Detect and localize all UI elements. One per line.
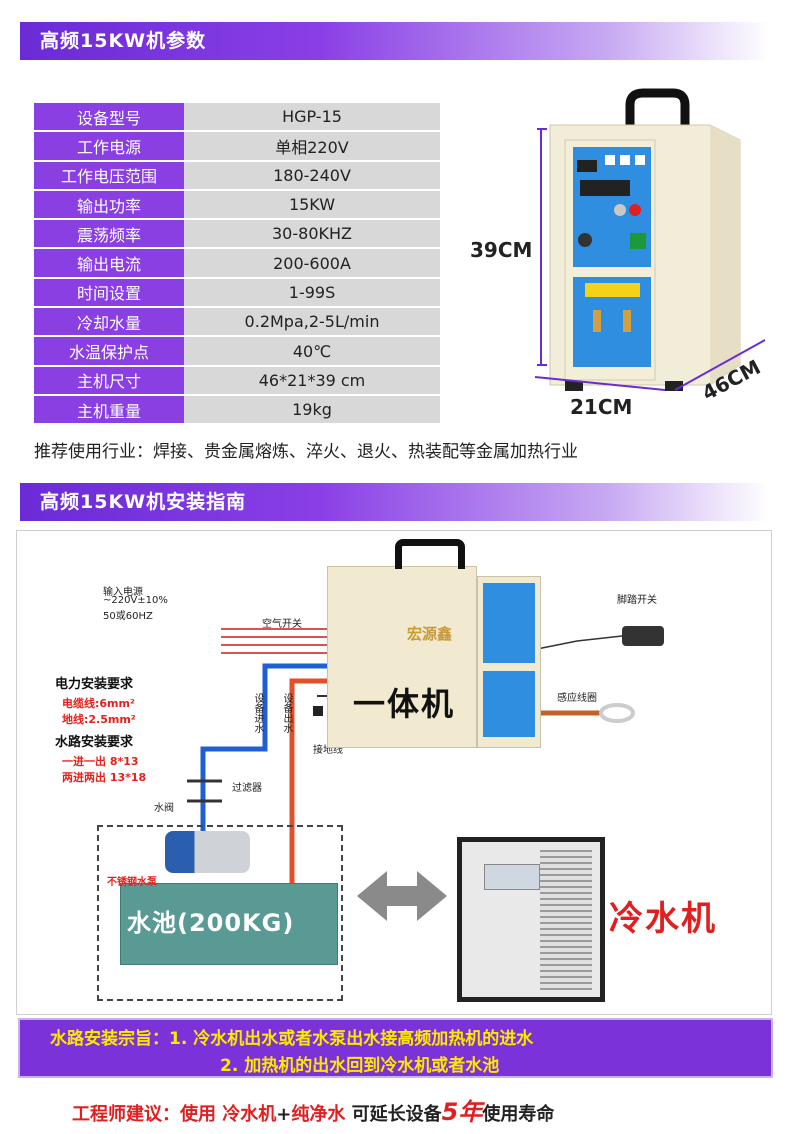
power-input-freq: 50或60HZ (103, 611, 153, 622)
advice-years: 5年 (441, 1098, 483, 1126)
advice-plus: + (276, 1104, 292, 1125)
advice-middle: 可延长设备 (351, 1104, 442, 1125)
spec-key: 输出功率 (34, 190, 184, 219)
spec-key: 主机重量 (34, 395, 184, 424)
spec-key: 工作电源 (34, 132, 184, 160)
cable-line-spec: 电缆线:6mm² (62, 697, 135, 710)
pipes-and-wires (187, 626, 664, 921)
two-in-two-out-spec: 两进两出 13*18 (62, 771, 147, 784)
foot-switch-label: 脚踏开关 (617, 595, 657, 606)
machine-photo (534, 88, 766, 391)
chiller-label: 冷水机 (609, 899, 717, 939)
water-principle-line-2: 2. 加热机的出水回到冷水机或者水池 (220, 1056, 500, 1076)
output-panel (483, 671, 535, 737)
control-panel (483, 583, 535, 663)
spec-value: 46*21*39 cm (184, 366, 440, 394)
section-title-params: 高频15KW机参数 (20, 22, 770, 60)
advice-pure-water: 纯净水 (291, 1104, 346, 1125)
induction-coil-label: 感应线圈 (557, 693, 597, 704)
spec-value: 1-99S (184, 278, 440, 307)
spec-row: 工作电源单相220V (34, 132, 440, 160)
brand-logo: 宏源鑫 (407, 625, 453, 643)
pool-area (97, 825, 343, 1001)
machine-label: 一体机 (353, 685, 456, 723)
width-dimension: 21CM (570, 395, 633, 419)
water-principle-line-1: 水路安装宗旨：1. 冷水机出水或者水泵出水接高频加热机的进水 (50, 1029, 534, 1049)
spec-key: 工作电压范围 (34, 161, 184, 189)
recommended-industries: 推荐使用行业：焊接、贵金属熔炼、淬火、退火、热装配等金属加热行业 (34, 442, 578, 462)
spec-key: 输出电流 (34, 249, 184, 277)
water-tank (120, 883, 338, 965)
power-requirements-title: 电力安装要求 (55, 677, 134, 692)
water-principle-box: 水路安装宗旨：1. 冷水机出水或者水泵出水接高频加热机的进水 2. 加热机的出水… (18, 1018, 773, 1078)
engineer-advice: 工程师建议：使用 冷水机+纯净水 可延长设备5年使用寿命 (72, 1092, 554, 1127)
chiller-display (484, 864, 540, 890)
machine-handle (395, 539, 465, 569)
spec-value: 30-80KHZ (184, 220, 440, 248)
ground-wire-label: 接地线 (313, 745, 343, 756)
water-tank-label: 水池(200KG) (127, 909, 295, 937)
air-switch-label: 空气开关 (262, 619, 302, 630)
chiller-grille (540, 850, 592, 990)
spec-value: 19kg (184, 395, 440, 424)
one-in-one-out-spec: 一进一出 8*13 (62, 755, 139, 768)
spec-value: 15KW (184, 190, 440, 219)
ground-line-spec: 地线:2.5mm² (62, 713, 136, 726)
advice-prefix: 工程师建议：使用 (72, 1104, 216, 1125)
spec-key: 设备型号 (34, 103, 184, 131)
spec-key: 主机尺寸 (34, 366, 184, 394)
spec-value: 0.2Mpa,2-5L/min (184, 308, 440, 336)
spec-value: 40℃ (184, 337, 440, 365)
pump-label: 不锈钢水泵 (107, 877, 157, 888)
spec-key: 时间设置 (34, 278, 184, 307)
power-input-voltage: ~220V±10% (103, 595, 168, 606)
advice-suffix: 使用寿命 (482, 1104, 555, 1125)
device-water-out-label: 设备出水 (281, 693, 292, 733)
filter-label: 过滤器 (232, 783, 262, 794)
machine-body (327, 566, 477, 748)
power-input-title: 输入电源 (103, 587, 143, 598)
spec-value: 200-600A (184, 249, 440, 277)
spec-key: 震荡频率 (34, 220, 184, 248)
installation-diagram: 输入电源 ~220V±10% 50或60HZ 空气开关 电力安装要求 电缆线:6… (16, 530, 772, 1015)
spec-value: HGP-15 (184, 103, 440, 131)
spec-key: 水温保护点 (34, 337, 184, 365)
device-water-in-label: 设备进水 (252, 693, 263, 733)
valve-label: 水阀 (154, 803, 174, 814)
spec-key: 冷却水量 (34, 308, 184, 336)
chiller-unit (457, 837, 605, 1002)
water-requirements-title: 水路安装要求 (55, 735, 134, 750)
water-pump (165, 831, 250, 873)
advice-chiller: 冷水机 (222, 1104, 277, 1125)
spec-value: 180-240V (184, 161, 440, 189)
section-title-install: 高频15KW机安装指南 (20, 483, 770, 521)
spec-value: 单相220V (184, 132, 440, 160)
height-dimension: 39CM (470, 238, 533, 262)
